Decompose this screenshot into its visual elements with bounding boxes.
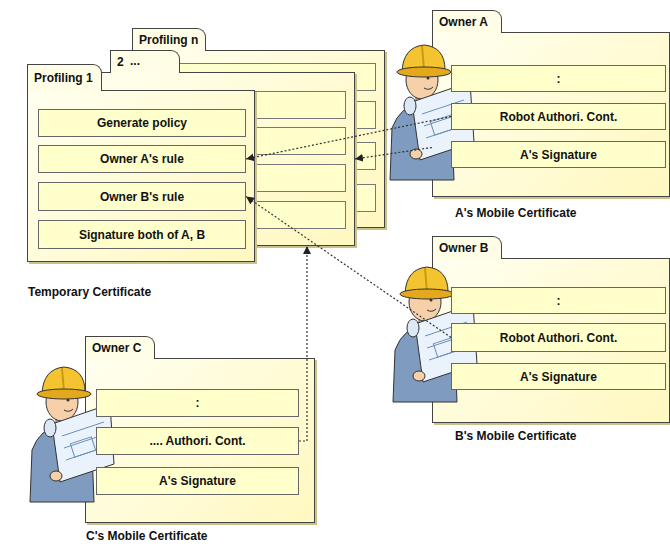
field-text: Owner B's rule [100,190,184,204]
stack-dots: ... [130,54,140,68]
field-text: A's Signature [159,474,236,488]
folder-tab: Owner B [432,236,502,259]
folder-title: Owner B [439,241,488,255]
worker-figure [30,367,114,502]
field-text: : [196,396,200,410]
folder-title: Owner C [92,341,141,355]
field-box: Owner B's rule [38,182,246,211]
field-text: : [557,294,561,308]
field-box: A's Signature [451,363,666,390]
folder-title: Profiling n [139,33,198,47]
certificate-caption: C's Mobile Certificate [86,529,208,543]
worker-figure [393,267,477,402]
certificate-caption: A's Mobile Certificate [455,206,577,220]
field-text: Robot Authori. Cont. [500,331,618,345]
field-box: Signature both of A, B [38,220,246,249]
worker-figure [390,45,474,180]
field-text: Generate policy [97,116,187,130]
field-text: Robot Authori. Cont. [500,110,618,124]
certificate-caption: B's Mobile Certificate [455,429,577,443]
folder-tab: Profiling n [132,28,206,51]
folder-title: Profiling 1 [34,71,93,85]
folder-title: Owner A [439,15,488,29]
field-text: Owner A's rule [100,152,184,166]
field-box: Owner A's rule [38,145,246,173]
folder-tab: Owner A [432,10,502,33]
caption-holder: C's Mobile Certificate [86,529,208,543]
field-box: : [451,287,666,314]
field-text: A's Signature [520,148,597,162]
certificate-caption: Temporary Certificate [28,285,151,299]
folder-tab: Profiling 1 [27,64,102,91]
connector-arrow [299,246,307,441]
certificate-folder: :Robot Authori. Cont.A's SignatureOwner … [432,32,670,197]
field-text: Signature both of A, B [79,228,205,242]
connector-arrow [246,197,451,338]
field-box: A's Signature [96,467,299,495]
field-box: Generate policy [38,109,246,137]
field-box: : [96,389,299,417]
field-box: A's Signature [451,141,666,168]
caption-holder: A's Mobile Certificate [455,206,577,220]
folder-tab: 2 [110,50,180,73]
connector-arrow [355,148,432,160]
caption-holder: B's Mobile Certificate [455,429,577,443]
caption-holder: Temporary Certificate [28,285,151,299]
field-text: A's Signature [520,370,597,384]
connector-arrow [246,117,451,160]
field-box: Robot Authori. Cont. [451,323,666,352]
field-text: .... Authori. Cont. [149,434,245,448]
field-box: : [451,65,666,92]
certificate-folder: :Robot Authori. Cont.A's SignatureOwner … [432,258,670,423]
certificate-folder: :.... Authori. Cont.A's SignatureOwner C… [85,358,315,523]
folder-tab: Owner C [85,336,155,359]
folder-title: 2 [117,55,124,69]
field-box: Robot Authori. Cont. [451,103,666,130]
field-text: : [557,72,561,86]
field-box: .... Authori. Cont. [96,427,299,455]
certificate-folder: Generate policyOwner A's ruleOwner B's r… [27,90,255,262]
